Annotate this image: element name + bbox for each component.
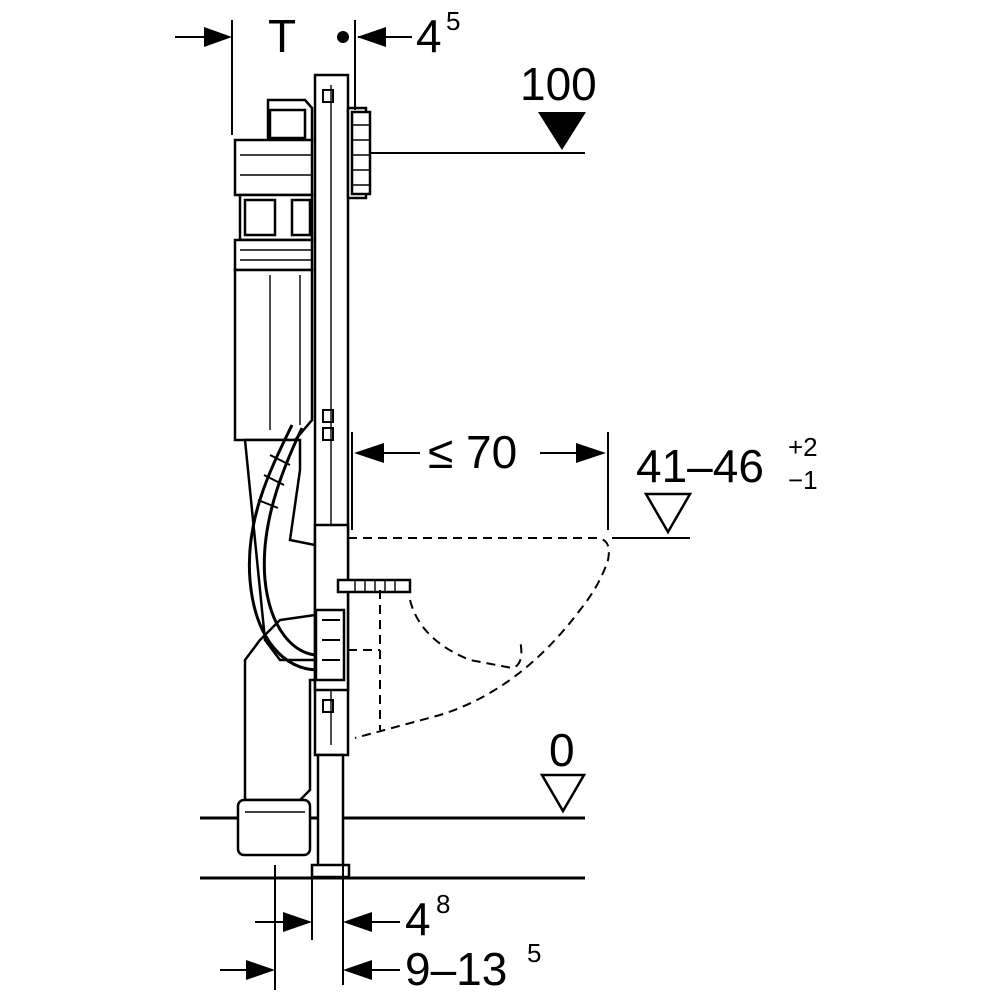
label-top-offset: 4 [416,10,442,62]
flush-plate-housing [346,106,372,200]
dimension-foot-width: 4 8 [255,865,450,985]
dimension-foot-range: 9–13 5 [220,865,541,995]
dimension-top-offset: 4 5 [337,6,460,110]
label-top-offset-sup: 5 [446,6,460,36]
frame-vertical-post [310,73,351,879]
bowl-connection [313,523,350,692]
level-flush-height: 100 [370,58,597,154]
label-t: T [268,10,296,62]
label-foot-range: 9–13 [405,943,507,995]
label-seat-height: 41–46 [636,440,764,492]
cistern-body [233,98,314,442]
drain-pipe [236,438,317,857]
level-seat-height: 41–46 +2 −1 [612,432,818,539]
dimension-projection: ≤ 70 [351,426,609,530]
wc-bowl-outline [348,537,610,739]
label-foot-width: 4 [405,893,431,945]
label-foot-width-sup: 8 [436,889,450,919]
flush-hose [247,424,319,672]
label-seat-height-sup: +2 [788,432,818,462]
dimension-t: T [175,10,296,135]
label-seat-height-sub: −1 [788,465,818,495]
label-flush-height: 100 [520,58,597,110]
label-floor-level: 0 [549,724,575,776]
label-projection: ≤ 70 [428,426,517,478]
level-floor: 0 [539,724,587,814]
mounting-bolt [336,578,412,594]
label-foot-range-sup: 5 [527,938,541,968]
